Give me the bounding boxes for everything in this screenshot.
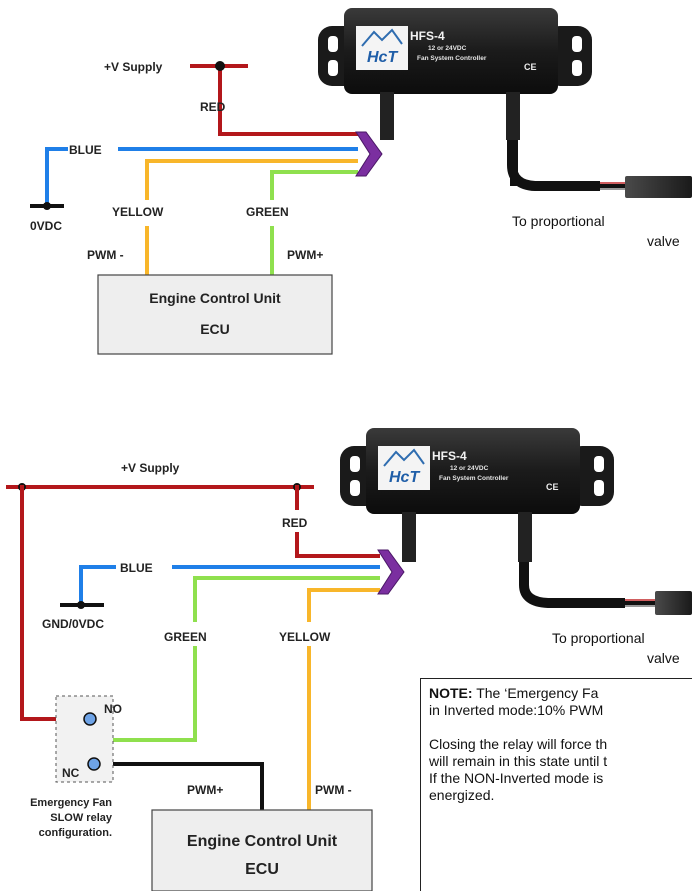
- yellow-wire-label-top: YELLOW: [112, 205, 164, 219]
- valve-connector-top: [625, 176, 692, 198]
- blue-wire-label-top: BLUE: [69, 143, 102, 157]
- device-name-label: Fan System Controller: [417, 55, 487, 62]
- emergency-relay-box: [55, 695, 114, 783]
- device-voltage-label: 12 or 24VDC: [450, 465, 489, 472]
- ground-label-bottom: GND/0VDC: [42, 617, 104, 631]
- valve-connector-bottom: [655, 591, 692, 615]
- note-line3: Closing the relay will force th: [429, 736, 608, 752]
- green-wire-label-bottom: GREEN: [164, 630, 207, 644]
- valve-caption-bottom-line1: To proportional: [552, 630, 645, 646]
- relay-no-label: NO: [104, 702, 122, 716]
- hfs4-controller-bottom: HcT HFS-4 12 or 24VDC Fan System Control…: [340, 428, 692, 615]
- relay-caption-line3: configuration.: [39, 827, 112, 839]
- bottom-diagram: HcT HFS-4 12 or 24VDC Fan System Control…: [6, 428, 692, 892]
- ce-mark: CE: [546, 482, 559, 492]
- relay-caption-line2: SLOW relay: [50, 812, 113, 824]
- ecu-box-bottom: [151, 809, 373, 892]
- hct-logo: [356, 26, 408, 70]
- relay-no-contact: [83, 712, 97, 726]
- wire-connector-top: [355, 131, 383, 177]
- valve-caption-top-line2: valve: [647, 233, 680, 249]
- valve-caption-top-line1: To proportional: [512, 213, 605, 229]
- wire-connector-bottom: [377, 549, 405, 595]
- ecu-title-top: Engine Control Unit: [149, 290, 281, 306]
- device-voltage-label: 12 or 24VDC: [428, 45, 467, 52]
- note-line6: energized.: [429, 787, 495, 803]
- valve-caption-bottom-line2: valve: [647, 650, 680, 666]
- logo-text: HcT: [389, 469, 420, 486]
- red-wire-label-top: RED: [200, 100, 226, 114]
- pwm-minus-label-top: PWM -: [87, 248, 124, 262]
- ce-mark: CE: [524, 62, 537, 72]
- note-heading: NOTE:: [429, 685, 473, 701]
- device-name-label: Fan System Controller: [439, 475, 509, 482]
- red-wire-label-bottom: RED: [282, 516, 308, 530]
- hct-logo: [378, 446, 430, 490]
- logo-text: HcT: [367, 49, 398, 66]
- pwm-plus-label-bottom: PWM+: [187, 783, 223, 797]
- relay-nc-contact: [87, 757, 101, 771]
- top-wires: [30, 61, 383, 275]
- ground-label-top: 0VDC: [30, 219, 62, 233]
- green-wire-label-top: GREEN: [246, 205, 289, 219]
- relay-nc-label: NC: [62, 766, 80, 780]
- note-line4: will remain in this state until t: [429, 753, 608, 769]
- supply-label-bottom: +V Supply: [121, 461, 180, 475]
- note-line5: If the NON-Inverted mode is: [429, 770, 604, 786]
- ecu-box-top: [97, 274, 333, 355]
- pwm-plus-label-top: PWM+: [287, 248, 323, 262]
- note-line1: The ‘Emergency Fa: [472, 685, 599, 701]
- hfs4-controller-top: HcT HFS-4 12 or 24VDC Fan System Control…: [318, 8, 692, 198]
- pwm-minus-label-bottom: PWM -: [315, 783, 352, 797]
- yellow-wire-label-bottom: YELLOW: [279, 630, 331, 644]
- ecu-abbrev-bottom: ECU: [245, 861, 279, 878]
- ecu-title-bottom: Engine Control Unit: [187, 833, 338, 850]
- relay-caption-line1: Emergency Fan: [30, 797, 112, 809]
- device-model-label: HFS-4: [410, 29, 445, 43]
- supply-label-top: +V Supply: [104, 60, 163, 74]
- device-model-label: HFS-4: [432, 449, 467, 463]
- bottom-wires: [6, 483, 405, 810]
- note-line2: in Inverted mode:10% PWM: [429, 702, 604, 718]
- blue-wire-label-bottom: BLUE: [120, 561, 153, 575]
- top-diagram: HcT HFS-4 12 or 24VDC Fan System Control…: [30, 8, 692, 355]
- ecu-abbrev-top: ECU: [200, 321, 230, 337]
